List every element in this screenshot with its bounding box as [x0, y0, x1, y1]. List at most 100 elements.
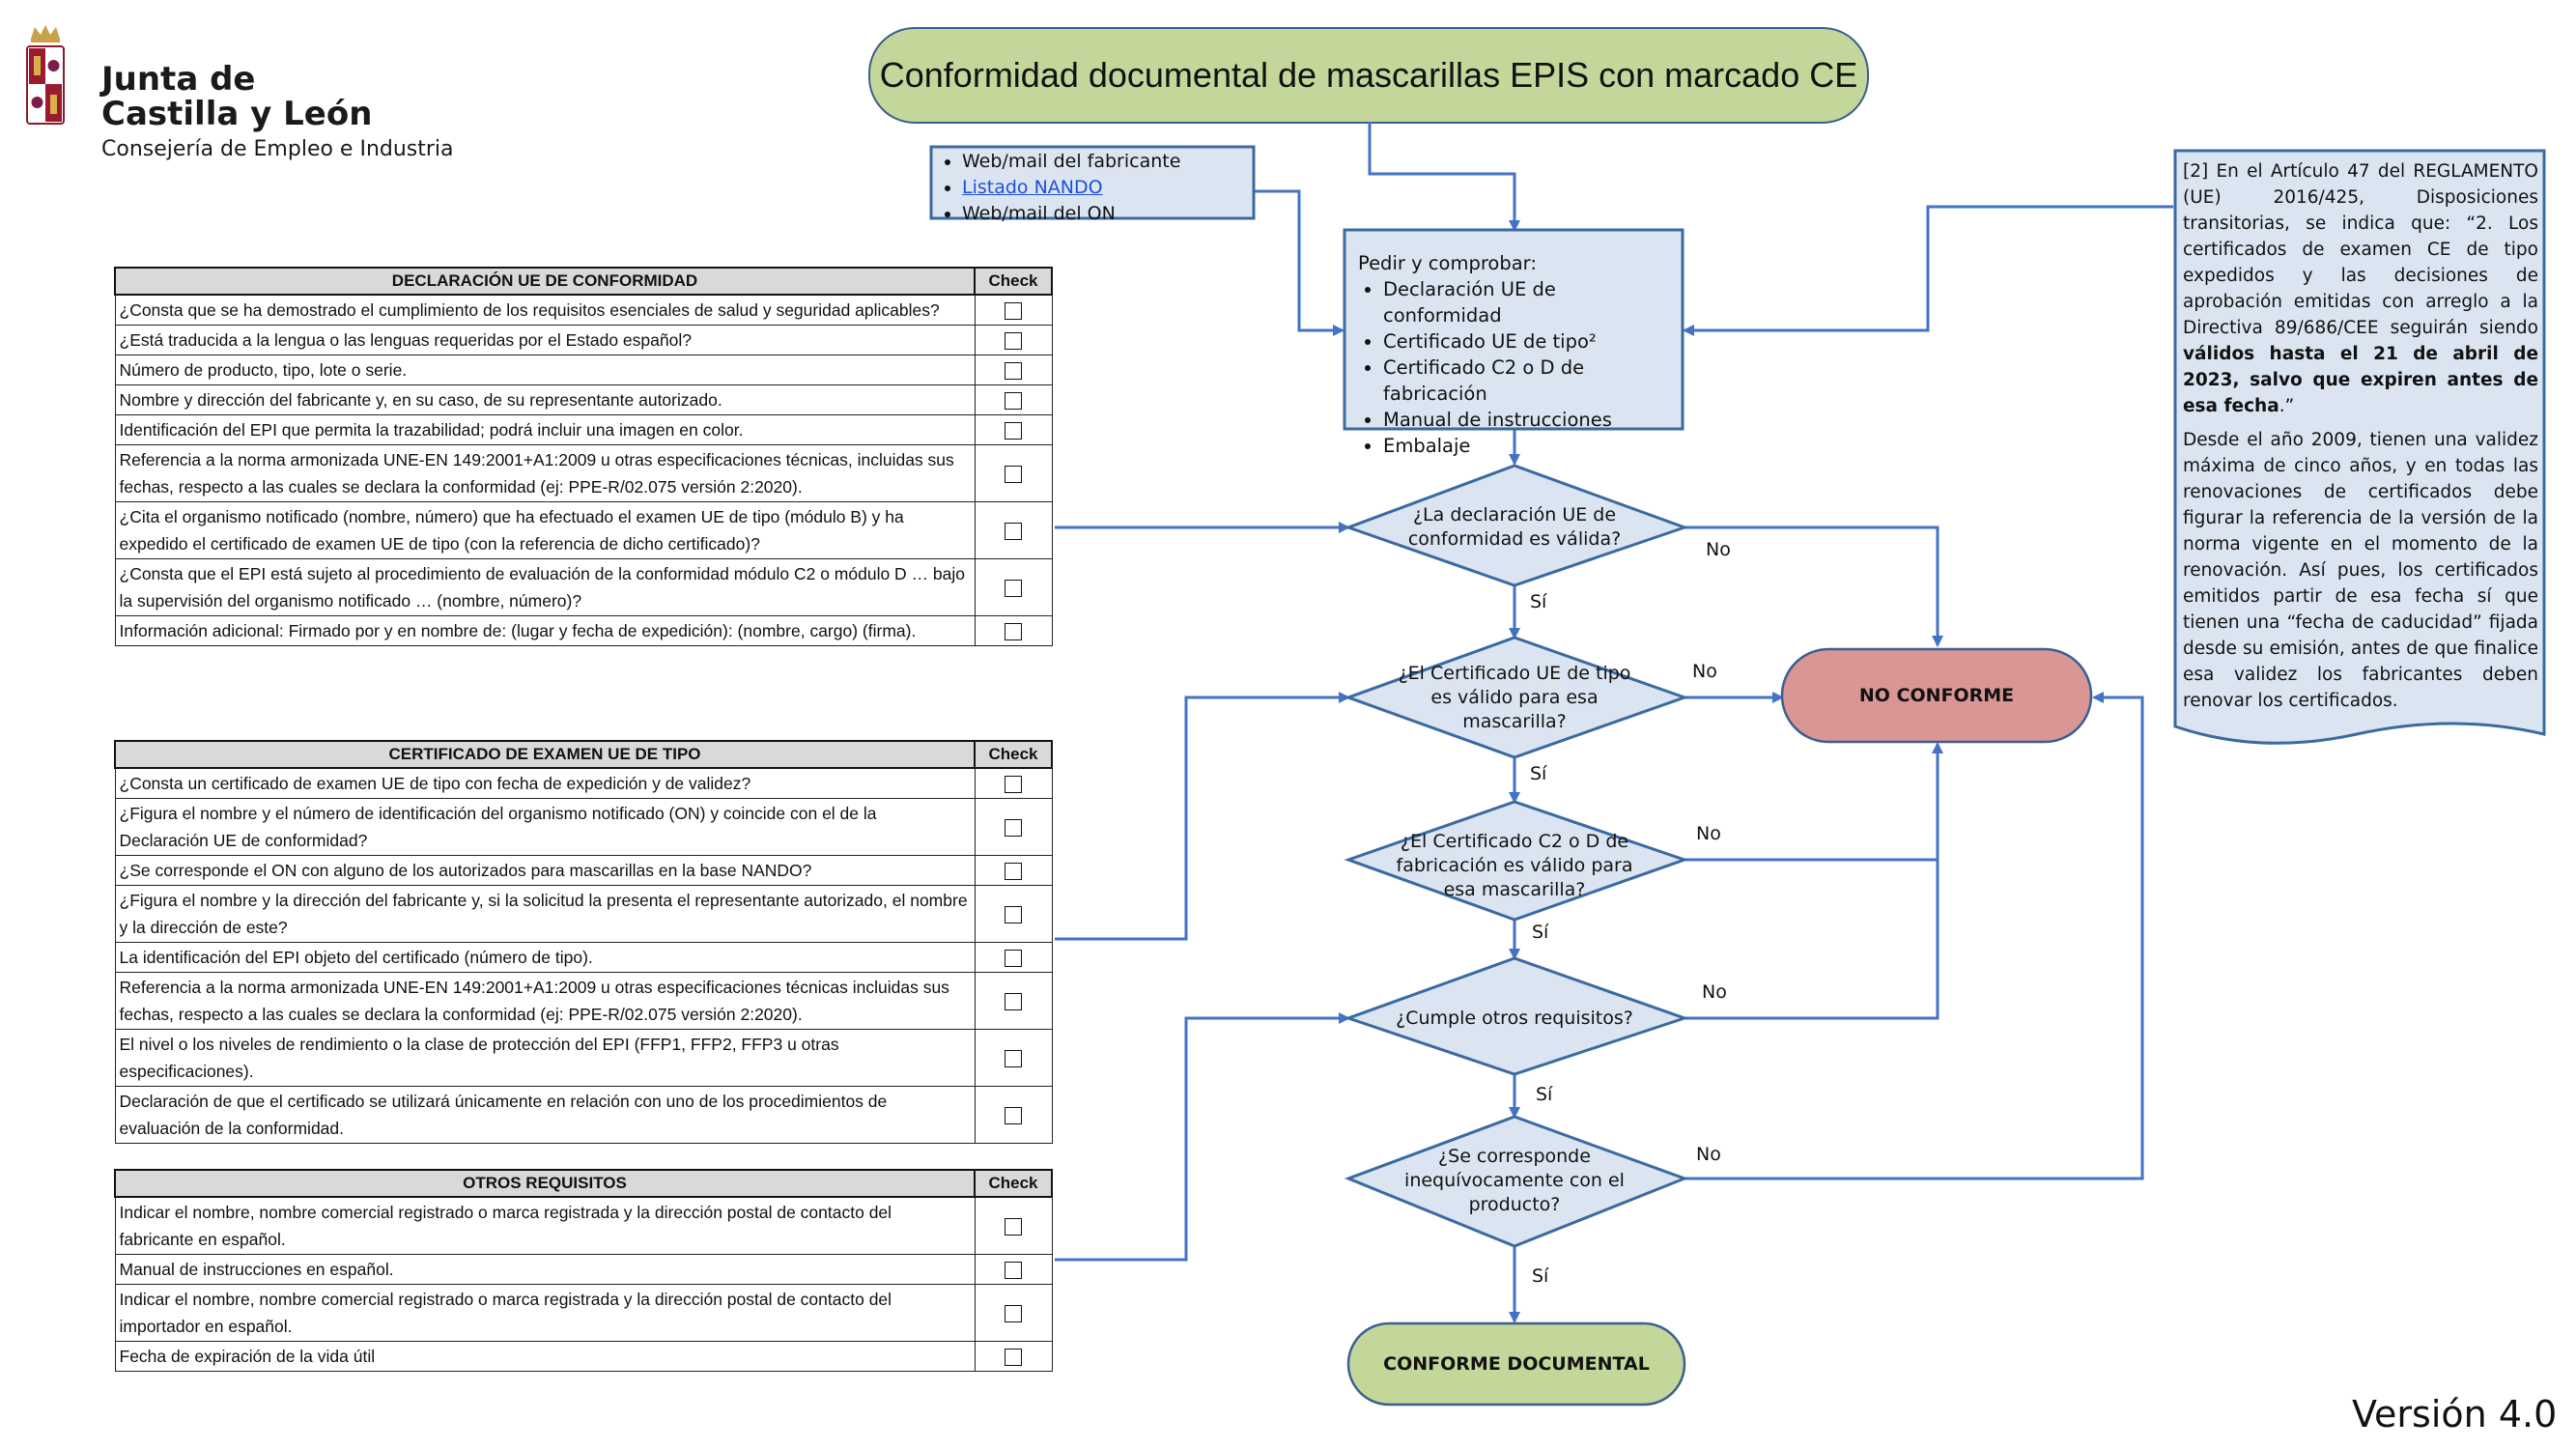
checkbox[interactable]	[1005, 819, 1022, 838]
otros-requisitos-checklist: OTROS REQUISITOS Check Indicar el nombre…	[114, 1169, 1053, 1372]
checklist-item: ¿Consta que el EPI está sujeto al proced…	[114, 558, 976, 616]
label-si-d4: Sí	[1536, 1084, 1553, 1105]
label-no-d3: No	[1696, 823, 1721, 844]
check-cell	[974, 855, 1053, 886]
checkbox[interactable]	[1005, 332, 1022, 351]
checklist-item: Declaración de que el certificado se uti…	[114, 1086, 976, 1144]
check-cell	[974, 615, 1053, 646]
label-no-d4: No	[1702, 981, 1727, 1003]
check-header: Check	[974, 267, 1053, 296]
logo-brand: Junta de Castilla y León	[101, 62, 372, 131]
table-row: ¿Está traducida a la lengua o las lengua…	[114, 325, 1053, 355]
checkbox[interactable]	[1005, 580, 1022, 598]
table-row: Indicar el nombre, nombre comercial regi…	[114, 1284, 1053, 1342]
checkbox[interactable]	[1005, 523, 1022, 541]
check-cell	[974, 1341, 1053, 1372]
label-si-d1: Sí	[1530, 591, 1547, 612]
checkbox[interactable]	[1005, 1262, 1022, 1280]
check-cell	[974, 414, 1053, 445]
decision-certificado-tipo: ¿El Certificado UE de tipo es válido par…	[1398, 662, 1631, 732]
page-title: Conformidad documental de mascarillas EP…	[868, 27, 1869, 124]
check-cell	[974, 325, 1053, 355]
declaracion-checklist: DECLARACIÓN UE DE CONFORMIDAD Check ¿Con…	[114, 267, 1053, 646]
table-header: DECLARACIÓN UE DE CONFORMIDAD	[114, 267, 976, 296]
checkbox[interactable]	[1005, 950, 1022, 968]
check-cell	[974, 1196, 1053, 1255]
checkbox[interactable]	[1005, 1107, 1022, 1125]
checkbox[interactable]	[1005, 1218, 1022, 1236]
table-row: Declaración de que el certificado se uti…	[114, 1086, 1053, 1144]
table-row: Número de producto, tipo, lote o serie.	[114, 355, 1053, 385]
no-conforme-terminal: NO CONFORME	[1858, 684, 2015, 706]
table-row: Referencia a la norma armonizada UNE-EN …	[114, 444, 1053, 502]
regulation-note: [2] En el Artículo 47 del REGLAMENTO (UE…	[2183, 158, 2538, 711]
checklist-item: Referencia a la norma armonizada UNE-EN …	[114, 972, 976, 1030]
checklist-item: Referencia a la norma armonizada UNE-EN …	[114, 444, 976, 502]
table-header: CERTIFICADO DE EXAMEN UE DE TIPO	[114, 740, 976, 769]
nando-link[interactable]: Listado NANDO	[962, 177, 1103, 198]
checklist-item: ¿Figura el nombre y el número de identif…	[114, 798, 976, 856]
table-row: Referencia a la norma armonizada UNE-EN …	[114, 972, 1053, 1030]
checkbox[interactable]	[1005, 623, 1022, 641]
table-row: Indicar el nombre, nombre comercial regi…	[114, 1196, 1053, 1255]
check-cell	[974, 1086, 1053, 1144]
checkbox[interactable]	[1005, 906, 1022, 924]
checklist-item: ¿Consta un certificado de examen UE de t…	[114, 767, 976, 799]
checklist-item: Identificación del EPI que permita la tr…	[114, 414, 976, 445]
checkbox[interactable]	[1005, 362, 1022, 381]
label-no-d1: No	[1706, 539, 1731, 560]
checklist-item: ¿Cita el organismo notificado (nombre, n…	[114, 501, 976, 559]
check-cell	[974, 767, 1053, 799]
checkbox[interactable]	[1005, 1305, 1022, 1323]
checkbox[interactable]	[1005, 1349, 1022, 1367]
checklist-item: Indicar el nombre, nombre comercial regi…	[114, 1284, 976, 1342]
label-si-d5: Sí	[1532, 1265, 1549, 1287]
checkbox[interactable]	[1005, 392, 1022, 411]
coat-of-arms-logo	[26, 25, 65, 125]
check-header: Check	[974, 740, 1053, 769]
checkbox[interactable]	[1005, 863, 1022, 881]
checklist-item: ¿Se corresponde el ON con alguno de los …	[114, 855, 976, 886]
checkbox[interactable]	[1005, 422, 1022, 440]
checklist-item: ¿Consta que se ha demostrado el cumplimi…	[114, 294, 976, 326]
check-cell	[974, 1284, 1053, 1342]
request-item: Manual de instrucciones	[1383, 407, 1673, 433]
label-no-d2: No	[1692, 661, 1717, 682]
request-item: Certificado UE de tipo²	[1383, 328, 1673, 355]
checkbox[interactable]	[1005, 1050, 1022, 1068]
check-cell	[974, 1029, 1053, 1087]
decision-producto: ¿Se corresponde inequívocamente con el p…	[1404, 1145, 1625, 1215]
check-cell	[974, 355, 1053, 385]
check-cell	[974, 1254, 1053, 1285]
check-cell	[974, 798, 1053, 856]
check-cell	[974, 294, 1053, 326]
table-row: ¿Consta que el EPI está sujeto al proced…	[114, 558, 1053, 616]
table-row: ¿Cita el organismo notificado (nombre, n…	[114, 501, 1053, 559]
table-row: El nivel o los niveles de rendimiento o …	[114, 1029, 1053, 1087]
checkbox[interactable]	[1005, 466, 1022, 484]
table-row: ¿Figura el nombre y la dirección del fab…	[114, 885, 1053, 943]
logo-subtitle: Consejería de Empleo e Industria	[101, 137, 454, 161]
note-lead: [2] En el Artículo 47 del REGLAMENTO (UE…	[2183, 161, 2538, 338]
checkbox[interactable]	[1005, 302, 1022, 321]
checklist-item: Número de producto, tipo, lote o serie.	[114, 355, 976, 385]
checklist-item: ¿Está traducida a la lengua o las lengua…	[114, 325, 976, 355]
check-cell	[974, 558, 1053, 616]
note-bold: válidos hasta el 21 de abril de 2023, sa…	[2183, 344, 2538, 416]
logo-brand-line2: Castilla y León	[101, 95, 373, 133]
checkbox[interactable]	[1005, 776, 1022, 794]
label-no-d5: No	[1696, 1144, 1721, 1165]
checkbox[interactable]	[1005, 993, 1022, 1011]
logo-brand-line1: Junta de	[101, 60, 256, 99]
check-header: Check	[974, 1169, 1053, 1198]
table-row: ¿Consta un certificado de examen UE de t…	[114, 767, 1053, 799]
check-cell	[974, 885, 1053, 943]
checklist-item: El nivel o los niveles de rendimiento o …	[114, 1029, 976, 1087]
table-header: OTROS REQUISITOS	[114, 1169, 976, 1198]
decision-declaracion: ¿La declaración UE de conformidad es vál…	[1407, 504, 1622, 550]
checklist-item: Información adicional: Firmado por y en …	[114, 615, 976, 646]
source-item-on: Web/mail del ON	[962, 201, 1248, 227]
check-cell	[974, 444, 1053, 502]
table-row: Información adicional: Firmado por y en …	[114, 615, 1053, 646]
